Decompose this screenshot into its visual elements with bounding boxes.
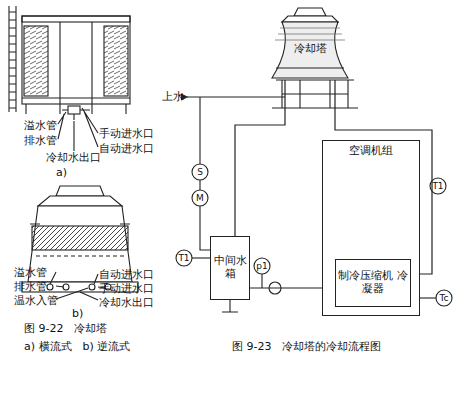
part-label: 排水管: [24, 134, 57, 147]
part-label: 温水入管: [14, 294, 58, 307]
figure-caption: 图 9-23 冷却塔的冷却流程图: [232, 340, 381, 353]
instrument-symbol: Tc: [440, 293, 449, 304]
node-text: 制冷压缩机 冷凝器: [336, 266, 410, 298]
part-label: 上水: [162, 90, 184, 103]
part-label: 冷却水出口: [46, 151, 101, 164]
part-label: 溢水管: [24, 119, 57, 132]
ac-unit: 空调机组制冷压缩机 冷凝器: [322, 140, 420, 316]
part-label: 冷却水出口: [99, 296, 154, 309]
figure-caption: a) 横流式 b) 逆流式: [24, 340, 130, 353]
cooling-tower: 冷却塔: [262, 6, 358, 80]
instrument-symbol: T1: [178, 253, 189, 264]
node-text: 空调机组: [323, 141, 419, 160]
instrument-symbol: T1: [432, 181, 443, 192]
water-pipe: [235, 80, 285, 236]
instrument-symbol: p1: [256, 261, 267, 272]
part-label: 手动进水口: [99, 127, 154, 140]
part-label: a): [56, 166, 67, 179]
instrument-symbol: M: [196, 193, 204, 204]
node-text: 冷却塔: [292, 42, 329, 55]
node-text: 中间水箱: [211, 251, 249, 283]
instrument-symbol: S: [197, 167, 203, 178]
part-label: 自动进水口: [99, 142, 154, 155]
part-label: 自动进水口: [99, 268, 154, 281]
water-tank: 中间水箱: [210, 236, 250, 300]
part-label: 手动进水口: [99, 282, 154, 295]
part-label: 溢水管: [14, 266, 47, 279]
figure-caption: 图 9-22 冷却塔: [24, 322, 107, 335]
condenser: 制冷压缩机 冷凝器: [335, 259, 411, 307]
part-label: b): [72, 307, 83, 320]
part-label: 排水管: [14, 280, 47, 293]
